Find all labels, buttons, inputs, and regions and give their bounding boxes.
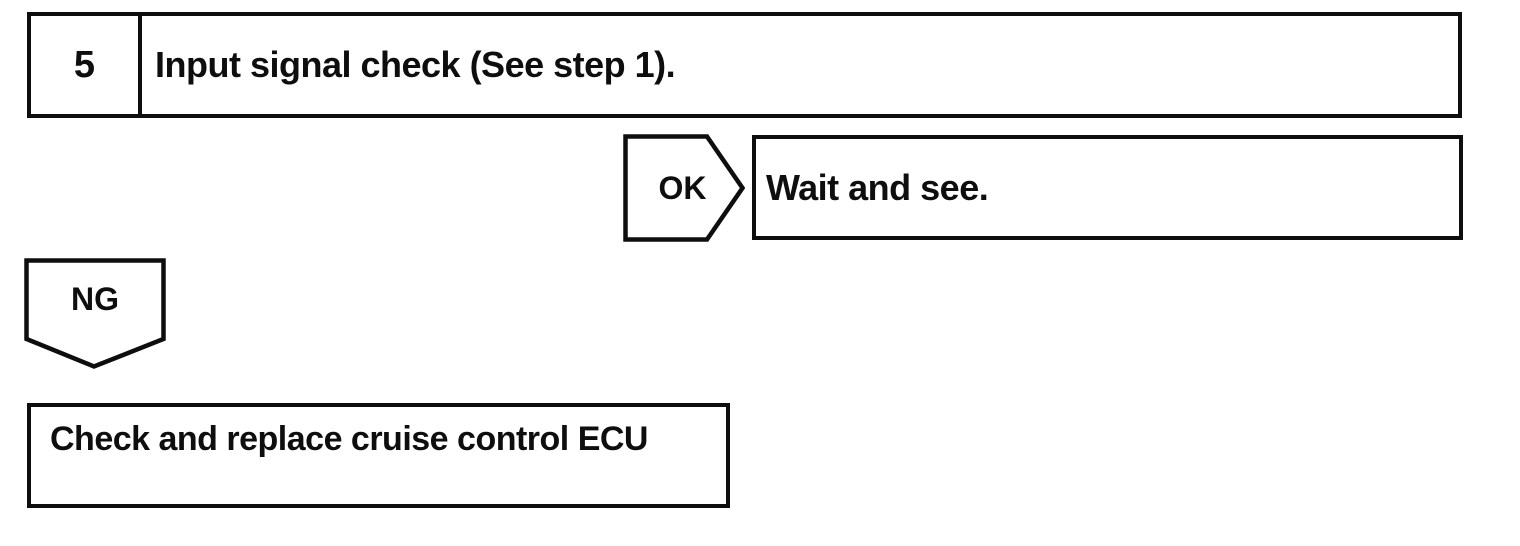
step-number: 5 (31, 16, 142, 114)
ng-arrow-outline (24, 258, 166, 369)
ok-action-box: Wait and see. (752, 135, 1463, 240)
ng-action-box: Check and replace cruise control ECU (27, 403, 730, 508)
ng-arrow-pentagon-icon (24, 258, 166, 369)
ok-connector-label: OK (658, 169, 707, 206)
step-box: 5 Input signal check (See step 1). (27, 12, 1462, 118)
ok-action-text: Wait and see. (766, 166, 989, 208)
ng-action-text: Check and replace cruise control ECU (50, 420, 648, 458)
ng-connector-label: NG (71, 281, 119, 317)
ok-arrow-outline (623, 134, 745, 242)
step-instruction: Input signal check (See step 1). (155, 44, 676, 85)
ok-arrow-pentagon-icon (623, 134, 745, 242)
